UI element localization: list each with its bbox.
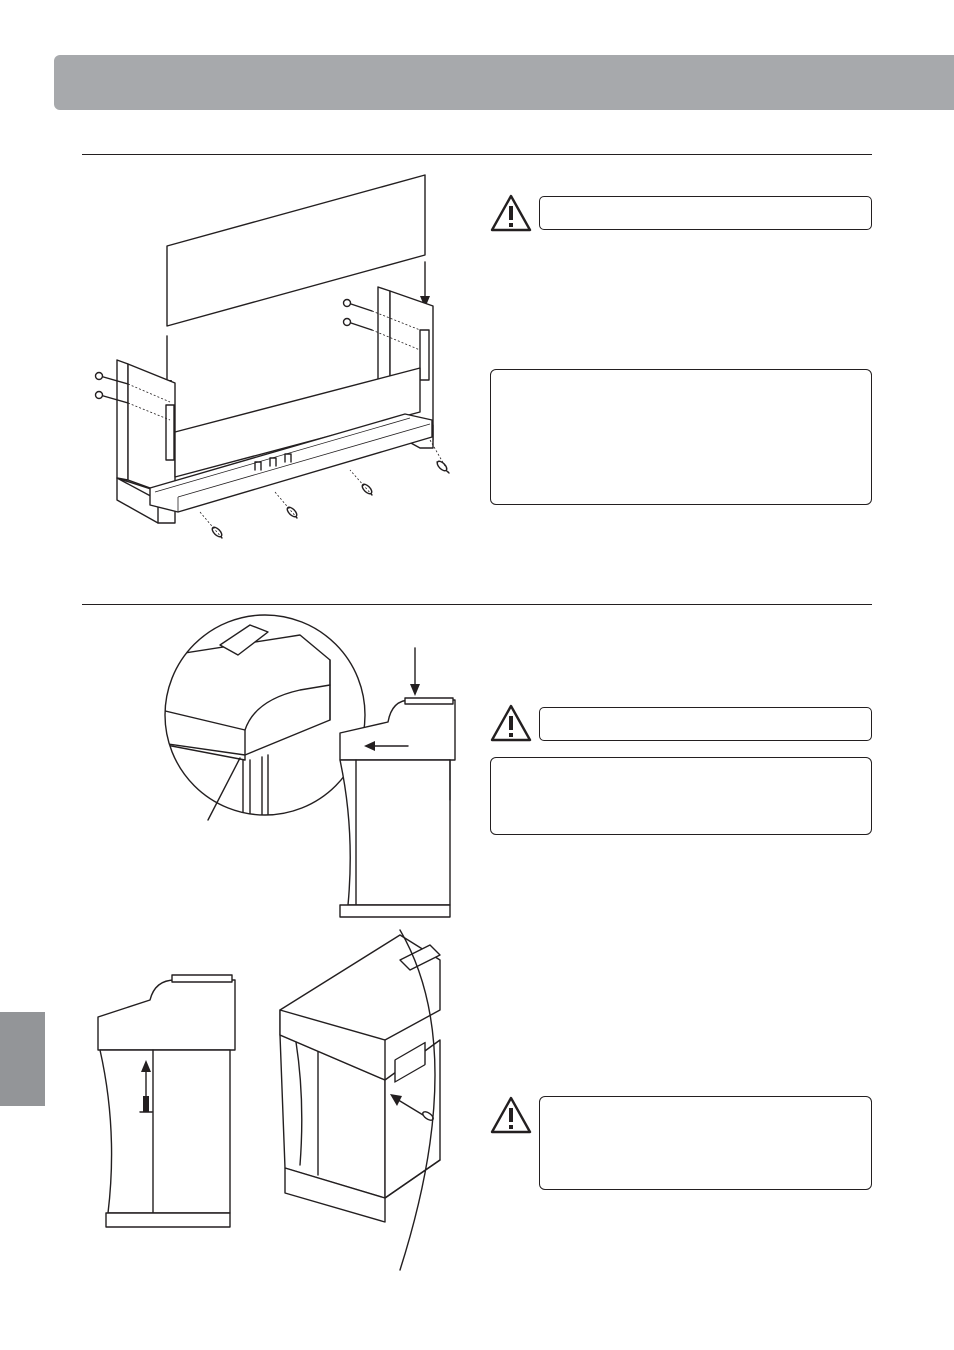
header-bar	[54, 55, 954, 110]
warning-triangle-icon	[490, 194, 532, 232]
warning-box-3	[539, 1096, 872, 1190]
note-box-1	[490, 369, 872, 505]
warning-triangle-icon	[490, 1096, 532, 1134]
warning-triangle-icon	[490, 704, 532, 742]
section-side-tab	[0, 1012, 45, 1106]
section-2-rule	[82, 604, 872, 605]
note-box-2	[490, 757, 872, 835]
warning-label-2	[539, 707, 872, 741]
section-1-rule	[82, 154, 872, 155]
warning-label-1	[539, 196, 872, 230]
